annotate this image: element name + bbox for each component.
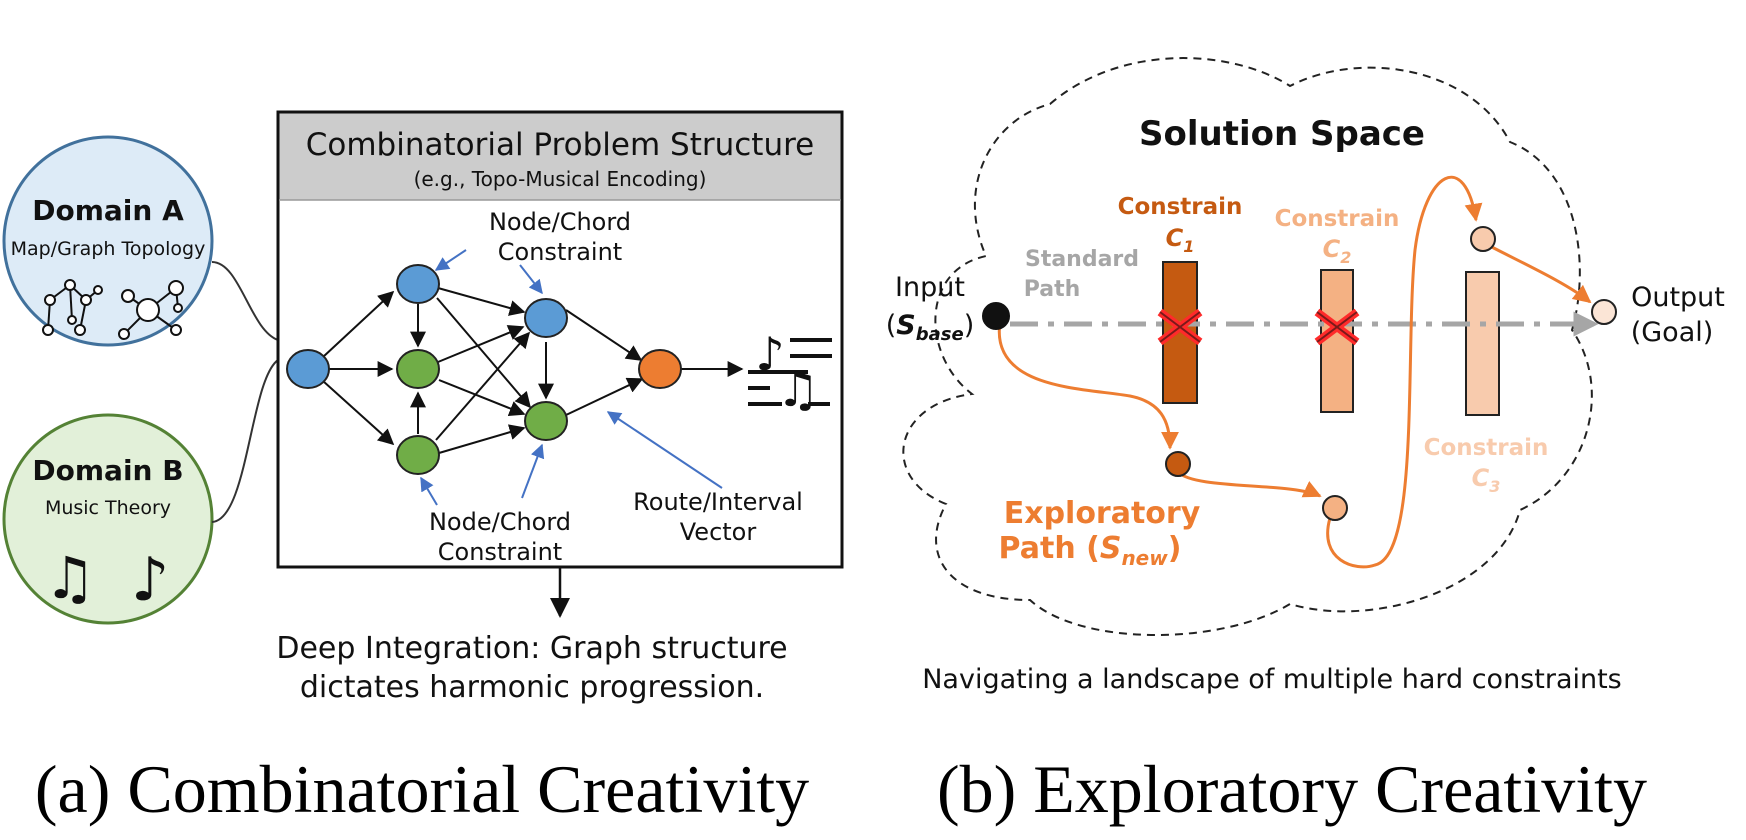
route-arrow	[606, 411, 723, 489]
music-score-icon: ♪ ♫	[748, 327, 832, 418]
graph-node-green-3	[524, 401, 568, 441]
blocked-cross-icon-1	[1157, 308, 1203, 346]
output-node	[1591, 299, 1617, 325]
graph-node-green-2	[396, 435, 440, 475]
blocked-cross-icon-2	[1314, 308, 1360, 346]
constraint-1-label: Constrain	[1118, 194, 1243, 220]
constraint-3-label: Constrain	[1424, 435, 1549, 461]
path-node-2	[1322, 495, 1348, 521]
constraint-2-label: Constrain	[1275, 206, 1400, 232]
domain-a-circle: Domain A Map/Graph Topology	[2, 135, 214, 347]
solution-space-boundary	[902, 57, 1593, 636]
box-header	[279, 113, 841, 200]
domain-a-connector	[211, 261, 279, 341]
graph-nodes	[286, 264, 682, 475]
eighth-note-icon: ♪	[131, 545, 169, 615]
panel-b: Solution Space Standard Path Constrain C…	[886, 57, 1725, 827]
constraint-bottom-arrow-1	[420, 476, 438, 506]
input-label: Input	[895, 272, 965, 303]
constraint-bottom-arrow-2	[521, 443, 545, 499]
domain-a-subtitle: Map/Graph Topology	[11, 238, 206, 260]
constraint-2-symbol: C2	[1323, 235, 1352, 267]
constraint-top-arrow-2	[519, 264, 543, 295]
exploratory-label-line1: Exploratory	[1004, 496, 1201, 531]
box-title: Combinatorial Problem Structure	[306, 127, 815, 163]
input-node	[982, 302, 1010, 330]
panel-a: Domain A Map/Graph Topology	[2, 110, 844, 827]
caption-a: (a) Combinatorial Creativity	[35, 751, 809, 827]
constraint-bottom-label-line1: Node/Chord	[429, 508, 571, 536]
svg-text:♪: ♪	[755, 327, 784, 381]
standard-path-label-line2: Path	[1024, 277, 1081, 302]
domain-b-connector	[211, 359, 279, 523]
domain-a-title: Domain A	[32, 194, 184, 227]
constraint-3-symbol: C3	[1472, 464, 1501, 496]
domain-b-title: Domain B	[32, 454, 183, 487]
problem-structure-box: Combinatorial Problem Structure (e.g., T…	[276, 110, 844, 569]
graph-topology-icon	[42, 279, 184, 340]
graph-edges	[322, 287, 744, 454]
output-label: Output	[1631, 282, 1725, 313]
constraint-2-bar	[1320, 269, 1354, 413]
constraint-top-label-line2: Constraint	[498, 238, 622, 266]
exploratory-path	[997, 175, 1592, 569]
constraint-top-arrow-1	[434, 249, 467, 271]
graph-node-blue-2	[524, 298, 568, 338]
exploratory-label-line2: Path (Snew)	[999, 531, 1182, 570]
solution-space-title: Solution Space	[1139, 114, 1425, 154]
route-label-line2: Vector	[680, 518, 757, 546]
constraint-3-bar	[1465, 271, 1500, 416]
graph-node-orange	[638, 349, 682, 389]
caption-b: (b) Exploratory Creativity	[937, 751, 1647, 827]
integration-line1: Deep Integration: Graph structure	[276, 631, 787, 666]
beamed-notes-icon: ♫	[44, 544, 96, 612]
domain-b-subtitle: Music Theory	[45, 497, 171, 519]
svg-text:♫: ♫	[776, 362, 819, 418]
output-goal-label: (Goal)	[1631, 317, 1714, 348]
box-subtitle: (e.g., Topo-Musical Encoding)	[414, 167, 707, 191]
graph-node-green-1	[396, 349, 440, 389]
standard-path-label-line1: Standard	[1025, 247, 1139, 272]
integration-line2: dictates harmonic progression.	[300, 670, 764, 705]
graph-node-source	[286, 349, 330, 389]
domain-b-circle: Domain B Music Theory ♫ ♪	[2, 413, 214, 625]
input-symbol: (Sbase)	[886, 310, 975, 345]
constraint-top-label-line1: Node/Chord	[489, 208, 631, 236]
path-node-3	[1470, 226, 1496, 252]
constraint-1-symbol: C1	[1166, 224, 1195, 256]
graph-node-blue-1	[396, 264, 440, 304]
path-node-1	[1165, 451, 1191, 477]
navigating-caption: Navigating a landscape of multiple hard …	[922, 664, 1622, 695]
route-label-line1: Route/Interval	[633, 488, 803, 516]
constraint-bottom-label-line2: Constraint	[438, 538, 562, 566]
